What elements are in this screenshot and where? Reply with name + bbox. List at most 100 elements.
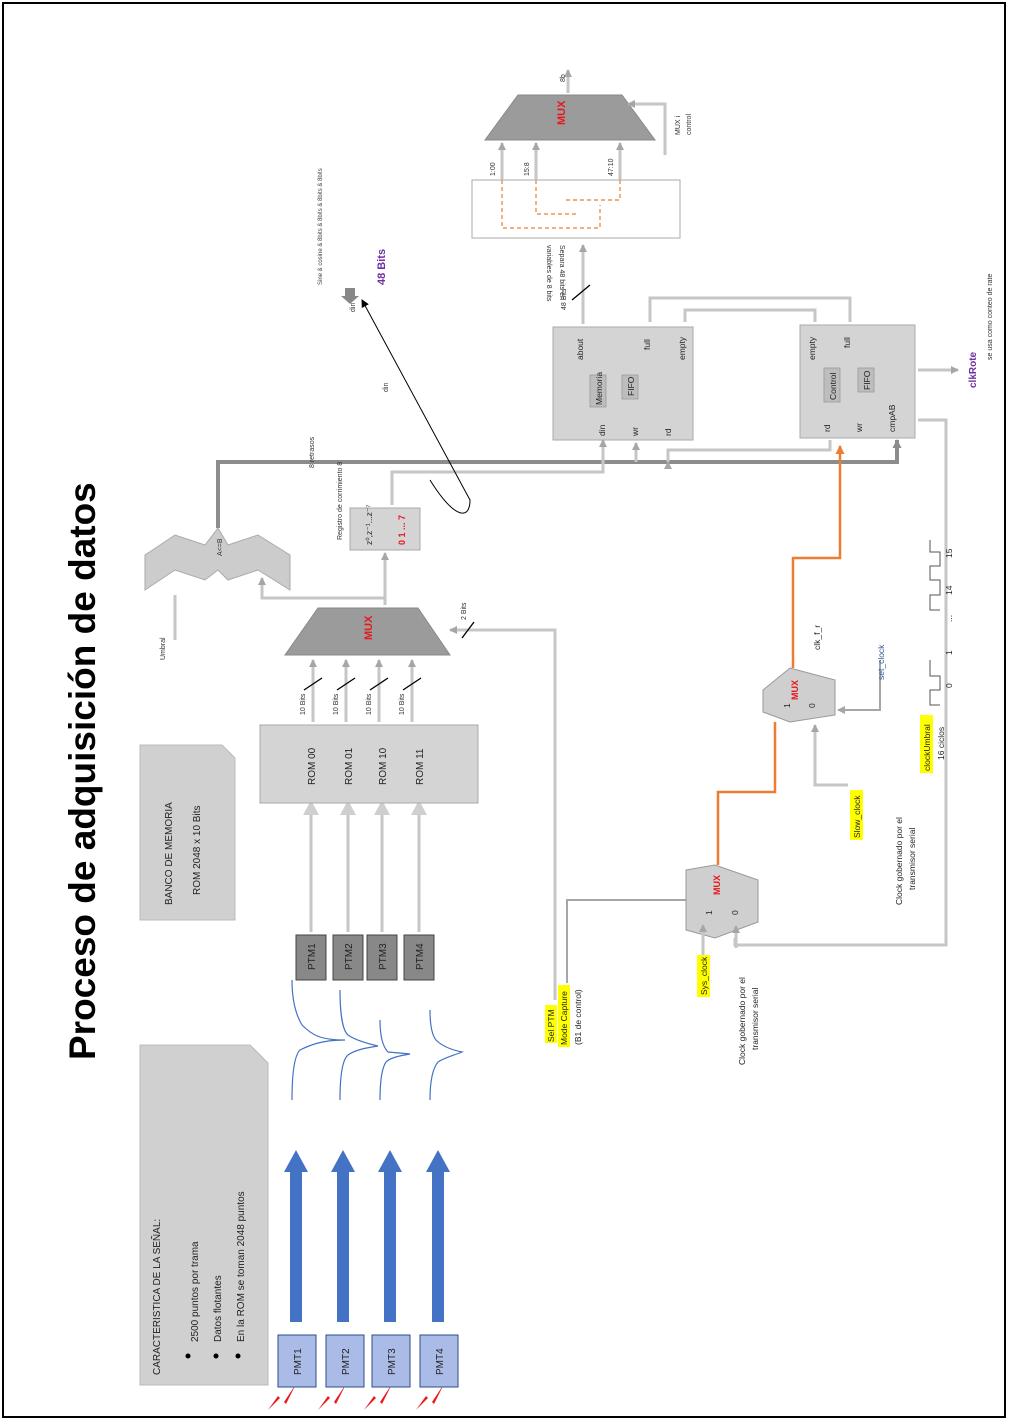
mux-ctrl-line2: control	[686, 114, 693, 135]
full-handshake	[648, 296, 852, 322]
register-taps: z⁰,z⁻¹...z⁻⁷	[364, 505, 374, 545]
ptm-block: PTM3	[366, 934, 398, 981]
ptm-label: PTM3	[378, 943, 389, 970]
comparator: A<=B	[144, 527, 291, 591]
signal-arrow	[331, 1150, 355, 1322]
ptm-block: PTM1	[295, 934, 327, 981]
clock-umbral-cycles: 16 ciclos	[936, 727, 946, 760]
mux-ctrl-line1: MUX i	[675, 116, 682, 136]
fifo-port: rd	[822, 424, 832, 432]
fifo-port: full	[842, 337, 852, 348]
bus-width-label: 10 Bits	[300, 693, 307, 715]
rom-mux: MUX	[284, 607, 451, 656]
clock-note-1-line1: Clock gobernado por el	[737, 977, 747, 1065]
clock-path	[791, 445, 845, 668]
signal-note-bullet: 2500 puntos por trama	[190, 1241, 201, 1342]
fifo-memory-block: about full empty din wr rd Memoria FIFO	[552, 326, 694, 441]
set-clock-label: set_clock	[876, 644, 886, 680]
fifo-port: empty	[677, 336, 687, 360]
lightning-icon	[318, 1384, 346, 1410]
fifo-inner-label: FIFO	[862, 370, 872, 390]
signal-arrow	[426, 1150, 450, 1322]
ptm-label: PTM1	[307, 943, 318, 970]
signal-arrow	[378, 1150, 402, 1322]
sys-clock-highlight	[697, 955, 710, 997]
output-mux-label: MUX	[556, 100, 568, 125]
empty-handshake	[683, 308, 817, 322]
rom-bank: ROM 00 ROM 01 ROM 10 ROM 11	[259, 724, 479, 804]
clk-f-r-label: clk_f_r	[812, 625, 822, 650]
bits48-small-label: 48 Bits	[561, 288, 568, 310]
sel-ptm-highlight	[545, 1005, 557, 1043]
slice-label: 15:8	[524, 162, 531, 176]
clock-tick: 15	[944, 548, 954, 558]
signal-note-bullet: Datos flotantes	[213, 1275, 224, 1342]
bits48-label: 48 Bits	[376, 249, 388, 285]
waveform-trace	[291, 979, 346, 1101]
rom-mux-label: MUX	[363, 615, 375, 640]
fifo-inner-label: Memoria	[594, 372, 604, 405]
ptm-label: PTM2	[344, 943, 355, 970]
memory-bank-note: BANCO DE MEMORIA ROM 2048 x 10 Bits	[139, 744, 236, 921]
waveform-trace	[339, 989, 379, 1101]
din-label: din	[350, 303, 357, 312]
slow-clock-label: Slow_clock	[852, 795, 862, 838]
separa-line2: variables de 8 bits	[545, 245, 552, 302]
rom-label: ROM 10	[378, 747, 389, 785]
din-label: din	[383, 383, 390, 392]
ptm-block: PTM2	[332, 934, 364, 981]
clock-tick: 14	[944, 585, 954, 595]
sel-ptm-line1: Sel PTM	[546, 1009, 556, 1042]
rom-to-mux-buses	[303, 659, 422, 722]
fifo-port: cmpAB	[887, 404, 897, 432]
clkrote-note: se usa como conteo de rate	[987, 274, 994, 360]
fifo-port: full	[642, 339, 652, 350]
mux-input-zero: 0	[730, 910, 740, 915]
slow-clock-highlight	[850, 790, 863, 840]
clock-mux-1-label: MUX	[712, 875, 722, 895]
fifo-port: rd	[663, 428, 673, 436]
rom-label: ROM 01	[344, 747, 355, 785]
clock-path	[716, 722, 777, 865]
rom-label: ROM 11	[415, 748, 426, 785]
pmt-label: PMT4	[435, 1348, 446, 1375]
fifo-port: empty	[807, 336, 817, 360]
clock-tick: 0	[944, 683, 954, 688]
signal-characteristics-note: CARACTERISTICA DE LA SEÑAL: 2500 puntos …	[139, 1044, 269, 1386]
slice-label: 47:10	[608, 158, 615, 176]
separa-line1: Separa 48 bits en	[558, 245, 565, 300]
clock-mux-1: MUX 1 0	[685, 864, 759, 939]
separator-block	[471, 179, 681, 239]
pmt-input: PMT1	[277, 1334, 317, 1388]
pmt-label: PMT2	[341, 1348, 352, 1375]
pmt-input: PMT2	[325, 1334, 365, 1388]
pmt-input: PMT4	[419, 1334, 459, 1388]
lightning-icon	[416, 1384, 444, 1410]
bus-width-label: 10 Bits	[333, 693, 340, 715]
mux-select-line	[449, 621, 557, 1000]
sine-note: Sine & cosine & 8bits & 8bits & 8bits & …	[318, 168, 324, 285]
umbral-label: Umbral	[160, 637, 167, 660]
select-bits-label: 2 Bits	[461, 602, 468, 620]
ptm-block: PTM4	[403, 934, 435, 981]
waveform-trace	[379, 1019, 411, 1101]
register-to-fifo-din	[390, 439, 607, 505]
fifo-port: wr	[630, 427, 640, 437]
clock-note-2-line1: Clock gobernado por el	[894, 817, 904, 905]
page-title: Proceso de adquisición de datos	[62, 482, 103, 1060]
slice-label: 1:00	[490, 162, 497, 176]
din-arrow	[361, 299, 471, 514]
register-caption: Registro de corrimiento 8	[337, 462, 344, 540]
clkrote-label: clkRote	[968, 351, 979, 388]
clock-tick: ...	[944, 615, 954, 622]
clock-tick: 1	[944, 650, 954, 655]
clock-note-1-line2: transmisor serial	[750, 988, 760, 1050]
signal-note-bullet: En la ROM se toman 2048 puntos	[236, 1191, 247, 1342]
memory-bank-line2: ROM 2048 x 10 Bits	[192, 806, 203, 895]
clock-mux-2-label: MUX	[790, 680, 800, 700]
clock-umbral-waveform	[929, 540, 941, 706]
signal-note-header: CARACTERISTICA DE LA SEÑAL:	[150, 1219, 163, 1375]
fifo-port: din	[597, 424, 607, 436]
comparator-output-bus	[216, 439, 902, 528]
